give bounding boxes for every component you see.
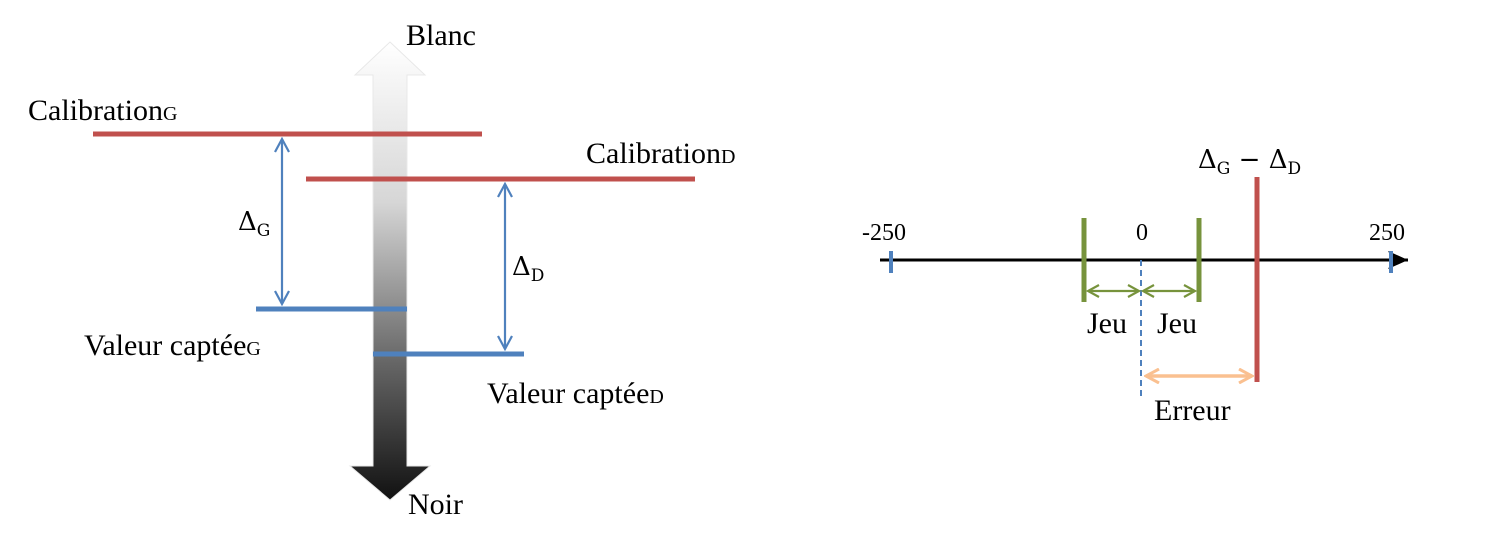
scale-bottom-label: Noir: [408, 488, 463, 521]
grayscale-arrow: [348, 41, 432, 501]
difference-label: ΔG − ΔD: [1198, 145, 1301, 179]
play-left-label: Jeu: [1087, 307, 1127, 340]
tick-max-label: 250: [1369, 220, 1405, 246]
left-diagram: Blanc Noir CalibrationG CalibrationD ΔG …: [28, 19, 735, 521]
tick-min-label: -250: [862, 220, 906, 246]
delta-right-label: ΔD: [512, 252, 544, 286]
reading-right-label: Valeur captéeD: [487, 377, 664, 410]
calibration-left-label: CalibrationG: [28, 94, 177, 127]
calibration-right-label: CalibrationD: [586, 137, 735, 170]
right-diagram: -250 0 250 Jeu Jeu Erreur ΔG − ΔD: [862, 145, 1408, 427]
play-right-label: Jeu: [1157, 307, 1197, 340]
error-label: Erreur: [1154, 394, 1231, 427]
tick-zero-label: 0: [1136, 220, 1148, 246]
scale-top-label: Blanc: [406, 19, 476, 52]
reading-left-label: Valeur captéeG: [84, 329, 261, 362]
delta-left-label: ΔG: [238, 207, 270, 241]
